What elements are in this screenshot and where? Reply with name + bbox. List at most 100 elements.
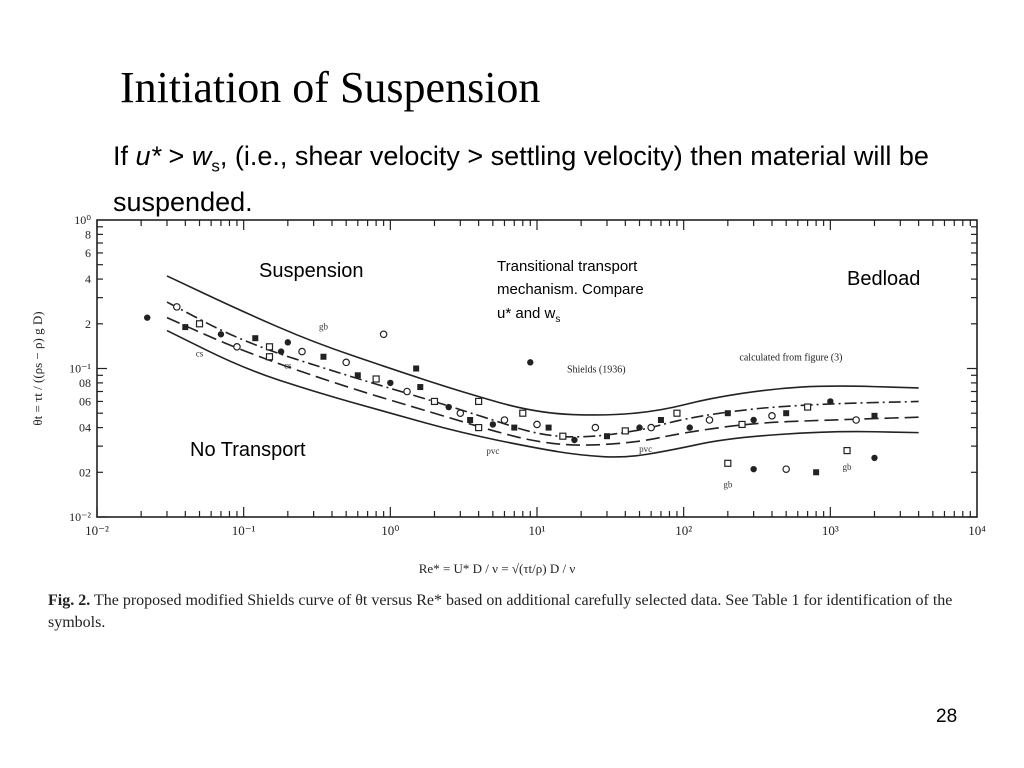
transitional-label-line2: mechanism. Compare: [497, 281, 644, 298]
data-point: [768, 412, 776, 420]
y-tick-label: 6: [85, 246, 91, 260]
x-tick-label: 10³: [822, 523, 839, 538]
y-tick-label: 10⁻²: [69, 510, 91, 524]
data-point: [621, 427, 629, 435]
data-point: [827, 398, 834, 405]
curve-calculated-from-figure-3: [166, 316, 919, 446]
y-axis-label: θt = τt / ((ρs − ρ) g D): [30, 311, 45, 425]
data-point: [843, 446, 851, 455]
data-point: [647, 423, 655, 432]
data-point: [144, 314, 151, 321]
bedload-label: Bedload: [847, 268, 920, 290]
curve-annotation: Shields (1936): [567, 365, 626, 376]
data-point: [354, 372, 361, 379]
chart-points: [144, 303, 878, 476]
data-point: [489, 421, 497, 428]
page-number: 28: [936, 706, 958, 727]
data-point: [750, 416, 757, 424]
data-point: [852, 416, 860, 424]
data-point: [500, 416, 509, 424]
data-point: [445, 403, 452, 411]
data-point: [342, 358, 350, 367]
data-point: [571, 436, 578, 444]
x-tick-label: 10⁻²: [85, 523, 109, 538]
data-point: [804, 403, 812, 411]
slide-title: Initiation of Suspension: [120, 63, 541, 112]
y-tick-label: 10⁻¹: [69, 362, 91, 376]
body-prefix: If: [113, 141, 136, 171]
data-point: [195, 320, 204, 328]
figure-caption: Fig. 2. The proposed modified Shields cu…: [48, 590, 978, 634]
data-point: [467, 416, 474, 423]
y-tick-label: 4: [85, 272, 91, 286]
body-var-ws: w: [191, 141, 212, 171]
data-point: [871, 412, 878, 419]
data-point: [783, 410, 790, 417]
data-point: [277, 348, 285, 355]
data-point: [320, 353, 327, 360]
symbol-label: gb: [843, 462, 853, 472]
x-tick-label: 10¹: [529, 523, 546, 538]
data-point: [372, 375, 380, 383]
data-point: [724, 459, 732, 467]
caption-text: The proposed modified Shields curve of θ…: [48, 592, 953, 631]
curve-annotation: calculated from figure (3): [739, 353, 842, 364]
x-tick-label: 10⁰: [381, 523, 399, 538]
transitional-label-line3: u* and ws: [497, 305, 560, 325]
transitional-label-line1: Transitional transport: [497, 258, 638, 275]
data-point: [265, 353, 274, 361]
no-transport-label: No Transport: [190, 439, 306, 461]
data-point: [233, 342, 241, 351]
curve-shields-1936: [166, 301, 919, 438]
symbol-label: cs: [284, 361, 292, 371]
data-point: [705, 416, 714, 424]
suspension-label: Suspension: [259, 260, 364, 282]
symbol-label: cs: [196, 349, 204, 359]
data-point: [475, 423, 483, 432]
data-point: [403, 387, 411, 396]
data-point: [673, 409, 681, 417]
data-point: [379, 330, 388, 339]
y-tick-label: 08: [79, 376, 91, 390]
body-var-ws-sub: s: [211, 156, 220, 176]
data-point: [782, 465, 790, 473]
body-var-ustar: u*: [135, 141, 162, 171]
body-operator: >: [161, 141, 192, 171]
data-point: [545, 424, 552, 431]
transitional-label-uw: u* and w: [497, 305, 556, 322]
x-tick-label: 10²: [675, 523, 692, 538]
data-point: [533, 420, 541, 429]
x-tick-label: 10⁴: [968, 523, 986, 538]
y-tick-label: 2: [85, 317, 91, 331]
body-text: If u* > ws, (i.e., shear velocity > sett…: [113, 138, 943, 221]
transitional-label-sub: s: [555, 314, 560, 325]
curve-upper-envelope: [166, 275, 919, 416]
data-point: [636, 424, 643, 431]
data-point: [813, 469, 820, 476]
data-point: [511, 424, 518, 431]
data-point: [871, 454, 878, 462]
data-point: [657, 416, 664, 423]
y-tick-label: 06: [79, 394, 91, 408]
data-point: [387, 379, 394, 387]
y-tick-label: 8: [85, 227, 91, 241]
data-point: [182, 324, 189, 331]
data-point: [591, 423, 600, 432]
data-point: [475, 397, 483, 406]
data-point: [298, 347, 306, 356]
x-tick-label: 10⁻¹: [232, 523, 256, 538]
symbol-label: pvc: [486, 446, 499, 456]
x-axis-label: Re* = U* D / ν = √(τt/ρ) D / ν: [419, 561, 576, 576]
data-point: [559, 432, 567, 440]
curve-lower-envelope: [166, 329, 919, 458]
data-point: [603, 433, 610, 440]
data-point: [686, 424, 693, 431]
symbol-label: gb: [319, 322, 329, 332]
caption-figno: Fig. 2.: [48, 592, 91, 609]
data-point: [265, 343, 274, 351]
symbol-label: gb: [723, 480, 733, 490]
data-point: [172, 303, 181, 311]
